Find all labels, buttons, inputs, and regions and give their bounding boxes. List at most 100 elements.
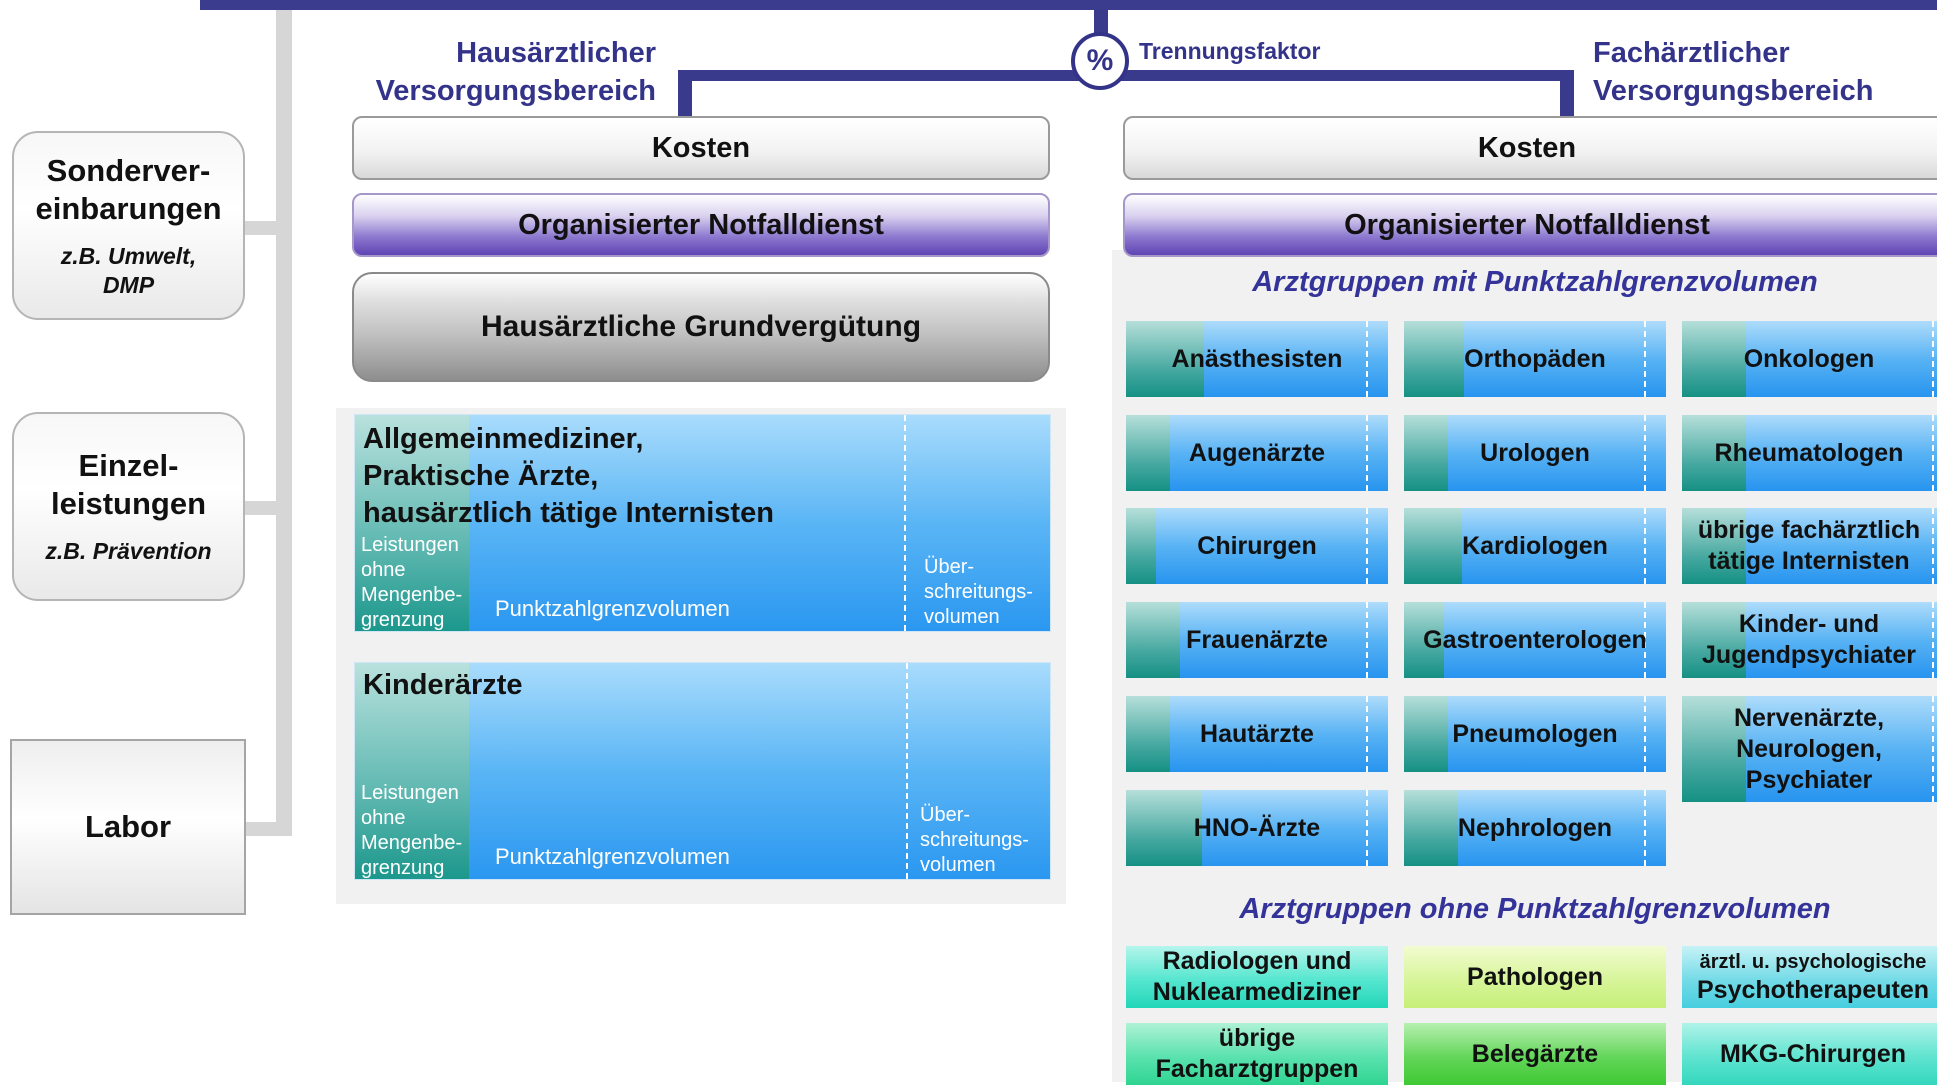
- tile-dash: [1932, 508, 1934, 584]
- sonder-sub-2: DMP: [102, 271, 155, 298]
- kinder-teal-strip: [355, 663, 469, 879]
- tile-mkg-chirurgen: MKG-Chirurgen: [1682, 1023, 1937, 1085]
- allgemein-leistungen-label: Leistungen ohne Mengenbe- grenzung: [361, 533, 463, 631]
- tile-strip: [1404, 790, 1458, 866]
- tile-rheumatologen: Rheumatologen: [1682, 415, 1937, 491]
- left-connector-vertical: [276, 10, 292, 836]
- tile-label: Orthopäden: [1464, 344, 1606, 373]
- fach-header: Fachärztlicher Versorgungsbereich: [1593, 34, 1873, 110]
- mkg-label: MKG-Chirurgen: [1719, 1039, 1907, 1068]
- tile-pathologen: Pathologen: [1404, 946, 1666, 1008]
- sonder-title-2: einbarungen: [35, 190, 222, 226]
- tile-dash: [1644, 602, 1646, 678]
- tile-strip: [1126, 602, 1180, 678]
- haus-kosten-label: Kosten: [651, 131, 751, 164]
- uebr-2: Facharztgruppen: [1155, 1055, 1359, 1083]
- tile-dash: [1366, 321, 1368, 397]
- percent-label: %: [1086, 44, 1114, 77]
- kinder-ueber-label: Über- schreitungs- volumen: [920, 803, 1029, 878]
- connector-sonder: [245, 221, 285, 235]
- tile-label: Onkologen: [1743, 344, 1875, 373]
- connector-einzel: [245, 501, 285, 515]
- labor-title: Labor: [84, 809, 172, 844]
- haus-header-line2: Versorgungsbereich: [375, 75, 656, 107]
- allgemein-dash: [904, 415, 906, 631]
- tile-dash: [1644, 321, 1646, 397]
- tile-psychotherapeuten: ärztl. u. psychologische Psychotherapeut…: [1682, 946, 1937, 1008]
- tile-belegaerzte: Belegärzte: [1404, 1023, 1666, 1085]
- tile-strip: [1404, 602, 1444, 678]
- kinder-dash: [906, 663, 908, 879]
- kinder-psych-2: Jugendpsychiater: [1702, 641, 1916, 669]
- top-bar: [200, 0, 1937, 10]
- tile-nephrologen: Nephrologen: [1404, 790, 1666, 866]
- kinder-leistungen-label: Leistungen ohne Mengenbe- grenzung: [361, 781, 462, 879]
- tile-label: Urologen: [1480, 438, 1590, 467]
- kinder-title: Kinderärzte: [363, 669, 523, 701]
- tile-label: Chirurgen: [1197, 531, 1317, 560]
- labor-box: Labor: [10, 739, 246, 915]
- trennungsfaktor-label: Trennungsfaktor: [1139, 38, 1321, 64]
- tile-dash: [1932, 696, 1934, 802]
- haus-grundverguetung-bar: Hausärztliche Grundvergütung: [352, 272, 1050, 382]
- tile-dash: [1932, 602, 1934, 678]
- tile-dash: [1644, 790, 1646, 866]
- kinder-ueber-2: schreitungs-: [920, 829, 1029, 851]
- tile-dash: [1644, 415, 1646, 491]
- haus-header-line1: Hausärztlicher: [456, 37, 656, 69]
- allgemein-ueber-1: Über-: [924, 556, 975, 578]
- psycho-1: ärztl. u. psychologische: [1699, 950, 1927, 973]
- tile-label: Gastroenterologen: [1423, 625, 1647, 654]
- ohne-pzgv-title: Arztgruppen ohne Punktzahlgrenzvolumen: [1239, 893, 1831, 925]
- fach-header-line2: Versorgungsbereich: [1593, 75, 1874, 107]
- radio-1: Radiologen und: [1162, 947, 1352, 975]
- tile-dash: [1932, 321, 1934, 397]
- tile-hno-aerzte: HNO-Ärzte: [1126, 790, 1388, 866]
- tile-hautaerzte: Hautärzte: [1126, 696, 1388, 772]
- tile-gastroenterologen: Gastroenterologen: [1404, 602, 1666, 678]
- kinder-psych-1: Kinder- und: [1738, 610, 1880, 638]
- tile-label: Frauenärzte: [1186, 625, 1328, 654]
- allgemein-leist-3: Mengenbe-: [361, 584, 463, 606]
- tile-pneumologen: Pneumologen: [1404, 696, 1666, 772]
- tile-label: Nephrologen: [1457, 813, 1613, 842]
- allgemein-title-3: hausärztlich tätige Internisten: [363, 497, 774, 529]
- tree-left-drop: [678, 70, 692, 116]
- allgemein-block: Allgemeinmediziner, Praktische Ärzte, ha…: [354, 414, 1051, 632]
- tile-label: Hautärzte: [1200, 719, 1314, 748]
- kinder-ueber-1: Über-: [920, 804, 971, 826]
- tile-label: Nervenärzte,Neurologen,Psychiater: [1682, 696, 1936, 802]
- tile-dash: [1644, 508, 1646, 584]
- tree-right-drop: [1560, 70, 1574, 116]
- haus-header: Hausärztlicher Versorgungsbereich: [356, 34, 656, 110]
- allgemein-leist-2: ohne: [361, 559, 406, 581]
- tile-frauenaerzte: Frauenärzte: [1126, 602, 1388, 678]
- tile-dash: [1366, 790, 1368, 866]
- connector-labor: [245, 822, 285, 836]
- tile-orthopaeden: Orthopäden: [1404, 321, 1666, 397]
- tile-anaesthesisten: Anästhesisten: [1126, 321, 1388, 397]
- einzel-title-1: Einzel-: [78, 448, 179, 483]
- tile-strip: [1404, 508, 1462, 584]
- percent-icon: %: [1071, 32, 1129, 90]
- allgemein-title-1: Allgemeinmediziner,: [363, 423, 644, 455]
- tile-label: Rheumatologen: [1714, 438, 1904, 467]
- nerven-2: Neurologen,: [1736, 734, 1882, 763]
- einzel-title-2: leistungen: [50, 486, 206, 521]
- tile-strip: [1404, 696, 1448, 772]
- patho-label: Pathologen: [1466, 962, 1604, 991]
- tile-label: HNO-Ärzte: [1193, 813, 1321, 842]
- tile-dash: [1932, 415, 1934, 491]
- tile-augenaerzte: Augenärzte: [1126, 415, 1388, 491]
- allgemein-ueber-label: Über- schreitungs- volumen: [924, 555, 1033, 630]
- sonder-sub-1: z.B. Umwelt,: [60, 242, 197, 269]
- tile-strip: [1126, 415, 1170, 491]
- nerven-1: Nervenärzte,: [1733, 703, 1885, 732]
- tile-strip: [1682, 508, 1746, 584]
- sonder-title-1: Sonderver-: [46, 152, 211, 188]
- beleg-label: Belegärzte: [1471, 1039, 1599, 1068]
- tile-strip: [1682, 602, 1746, 678]
